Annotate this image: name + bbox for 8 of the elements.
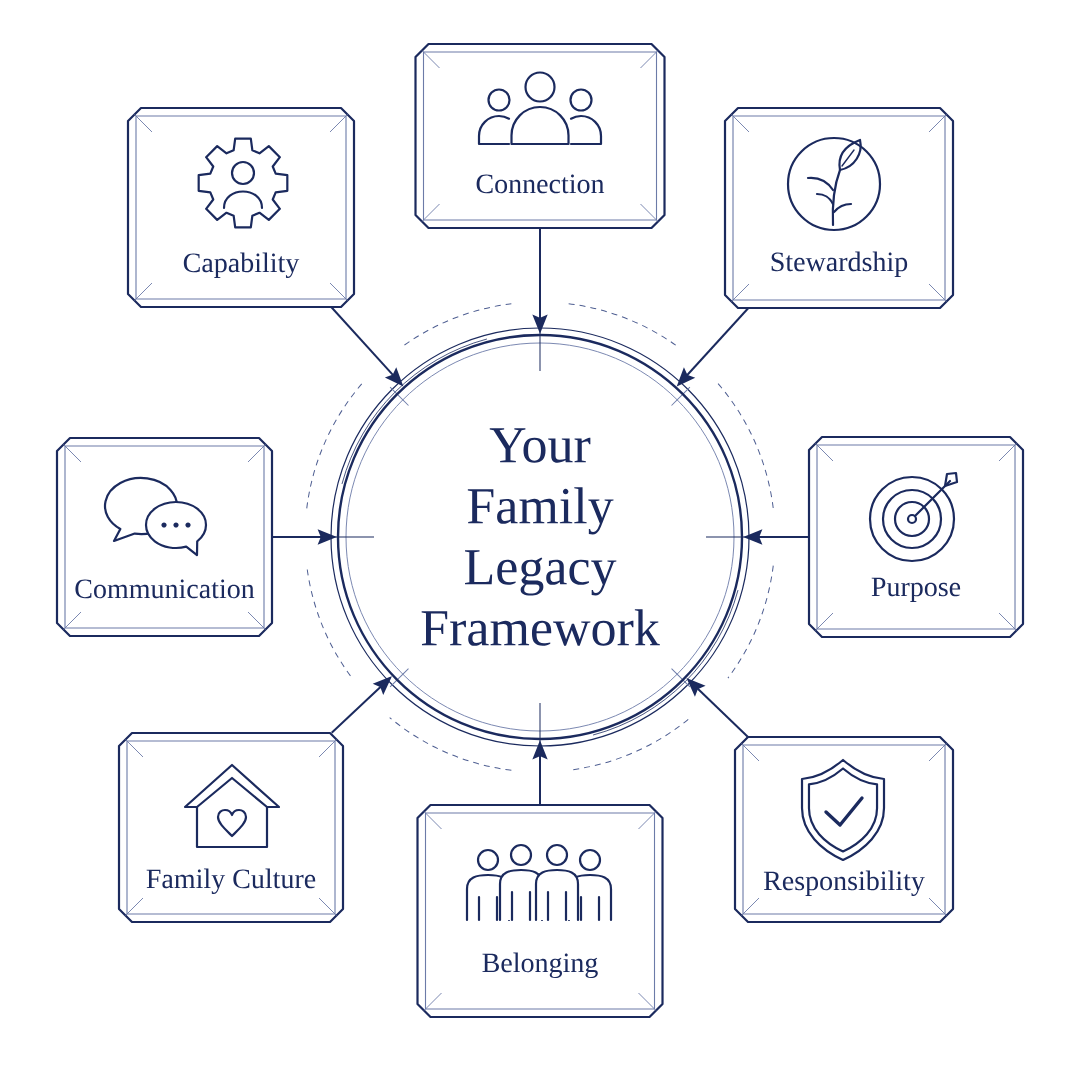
concept-card: Capability xyxy=(126,106,356,309)
concept-card: Belonging xyxy=(416,803,664,1019)
concept-card: Responsibility xyxy=(733,735,955,924)
concept-card: Stewardship xyxy=(723,106,955,310)
concept-card: Communication xyxy=(55,436,274,638)
concept-card: Purpose xyxy=(807,435,1025,639)
concept-card: Connection xyxy=(414,42,666,230)
concept-card: Family Culture xyxy=(117,731,345,924)
